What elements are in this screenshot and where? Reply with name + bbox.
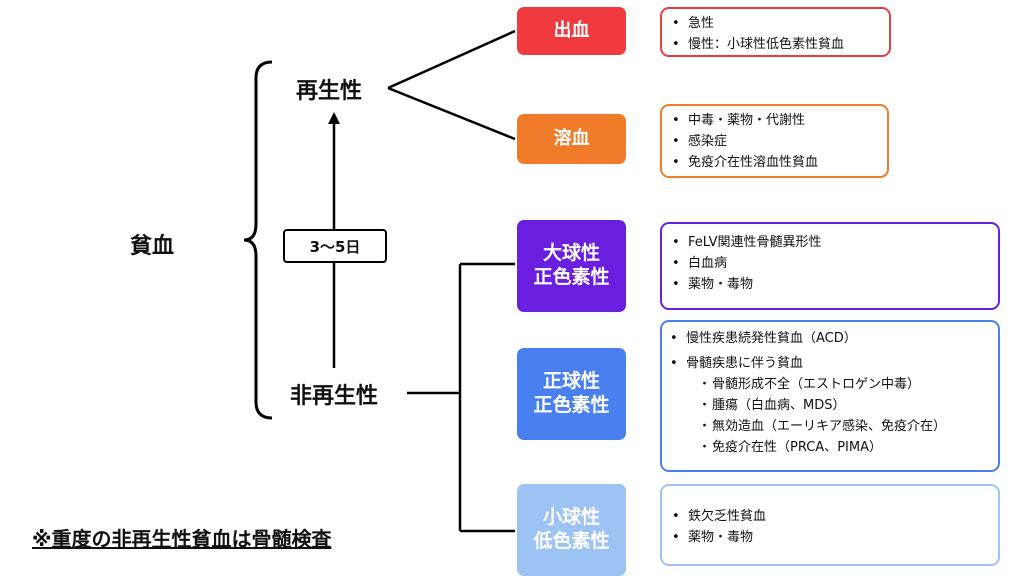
note-item: 中毒・薬物・代謝性 (672, 110, 879, 131)
note-item: 慢性疾患続発性貧血（ACD） (670, 328, 990, 349)
type-macrocytic-line2: 正色素性 (533, 266, 610, 288)
transition-duration-box: 3〜5日 (283, 229, 387, 263)
root-label-anemia: 貧血 (130, 234, 175, 259)
note-subitem: 免疫介在性（PRCA、PIMA） (670, 437, 990, 458)
type-normocytic-line2: 正色素性 (533, 394, 610, 416)
note-item: 骨髄疾患に伴う貧血 (670, 353, 990, 374)
note-item: 急性 (672, 13, 881, 34)
note-item: FeLV関連性骨髄異形性 (672, 232, 990, 253)
cause-label-bleeding: 出血 (553, 19, 590, 41)
grouping-brace (243, 60, 273, 420)
note-box-microcytic: 鉄欠乏性貧血 薬物・毒物 (660, 484, 1000, 566)
note-item: 鉄欠乏性貧血 (672, 506, 990, 527)
note-item: 慢性：小球性低色素性貧血 (672, 34, 881, 55)
note-subitem: 骨髄形成不全（エストロゲン中毒） (670, 374, 990, 395)
cause-box-hemolysis: 溶血 (517, 114, 626, 164)
note-box-hemolysis: 中毒・薬物・代謝性 感染症 免疫介在性溶血性貧血 (660, 104, 889, 178)
note-subitem: 腫瘍（白血病、MDS） (670, 395, 990, 416)
connector-regen-to-bleeding (387, 29, 516, 90)
type-normocytic-line1: 正球性 (542, 370, 600, 393)
note-item: 感染症 (672, 131, 879, 152)
footer-note: ※重度の非再生性貧血は骨髄検査 (32, 527, 332, 551)
transition-arrow-head (328, 112, 340, 124)
cause-label-hemolysis: 溶血 (553, 127, 590, 149)
nonregenerative-label: 非再生性 (290, 384, 379, 409)
type-box-macrocytic: 大球性 正色素性 (517, 220, 626, 312)
type-macrocytic-line1: 大球性 (542, 242, 600, 265)
regenerative-label: 再生性 (296, 79, 363, 104)
note-item: 免疫介在性溶血性貧血 (672, 152, 879, 173)
cause-box-bleeding: 出血 (517, 7, 626, 55)
note-item: 薬物・毒物 (672, 527, 990, 548)
note-box-bleeding: 急性 慢性：小球性低色素性貧血 (660, 7, 891, 57)
type-microcytic-line1: 小球性 (542, 506, 600, 529)
type-box-normocytic: 正球性 正色素性 (517, 348, 626, 440)
note-box-normocytic: 慢性疾患続発性貧血（ACD） 骨髄疾患に伴う貧血 骨髄形成不全（エストロゲン中毒… (660, 320, 1000, 472)
type-box-microcytic: 小球性 低色素性 (517, 484, 626, 576)
note-box-macrocytic: FeLV関連性骨髄異形性 白血病 薬物・毒物 (660, 222, 1000, 310)
note-subitem: 無効造血（エーリキア感染、免疫介在） (670, 416, 990, 437)
type-microcytic-line2: 低色素性 (533, 530, 610, 552)
connector-regen-to-hemolysis (387, 86, 516, 141)
note-item: 薬物・毒物 (672, 274, 990, 295)
note-item: 白血病 (672, 253, 990, 274)
